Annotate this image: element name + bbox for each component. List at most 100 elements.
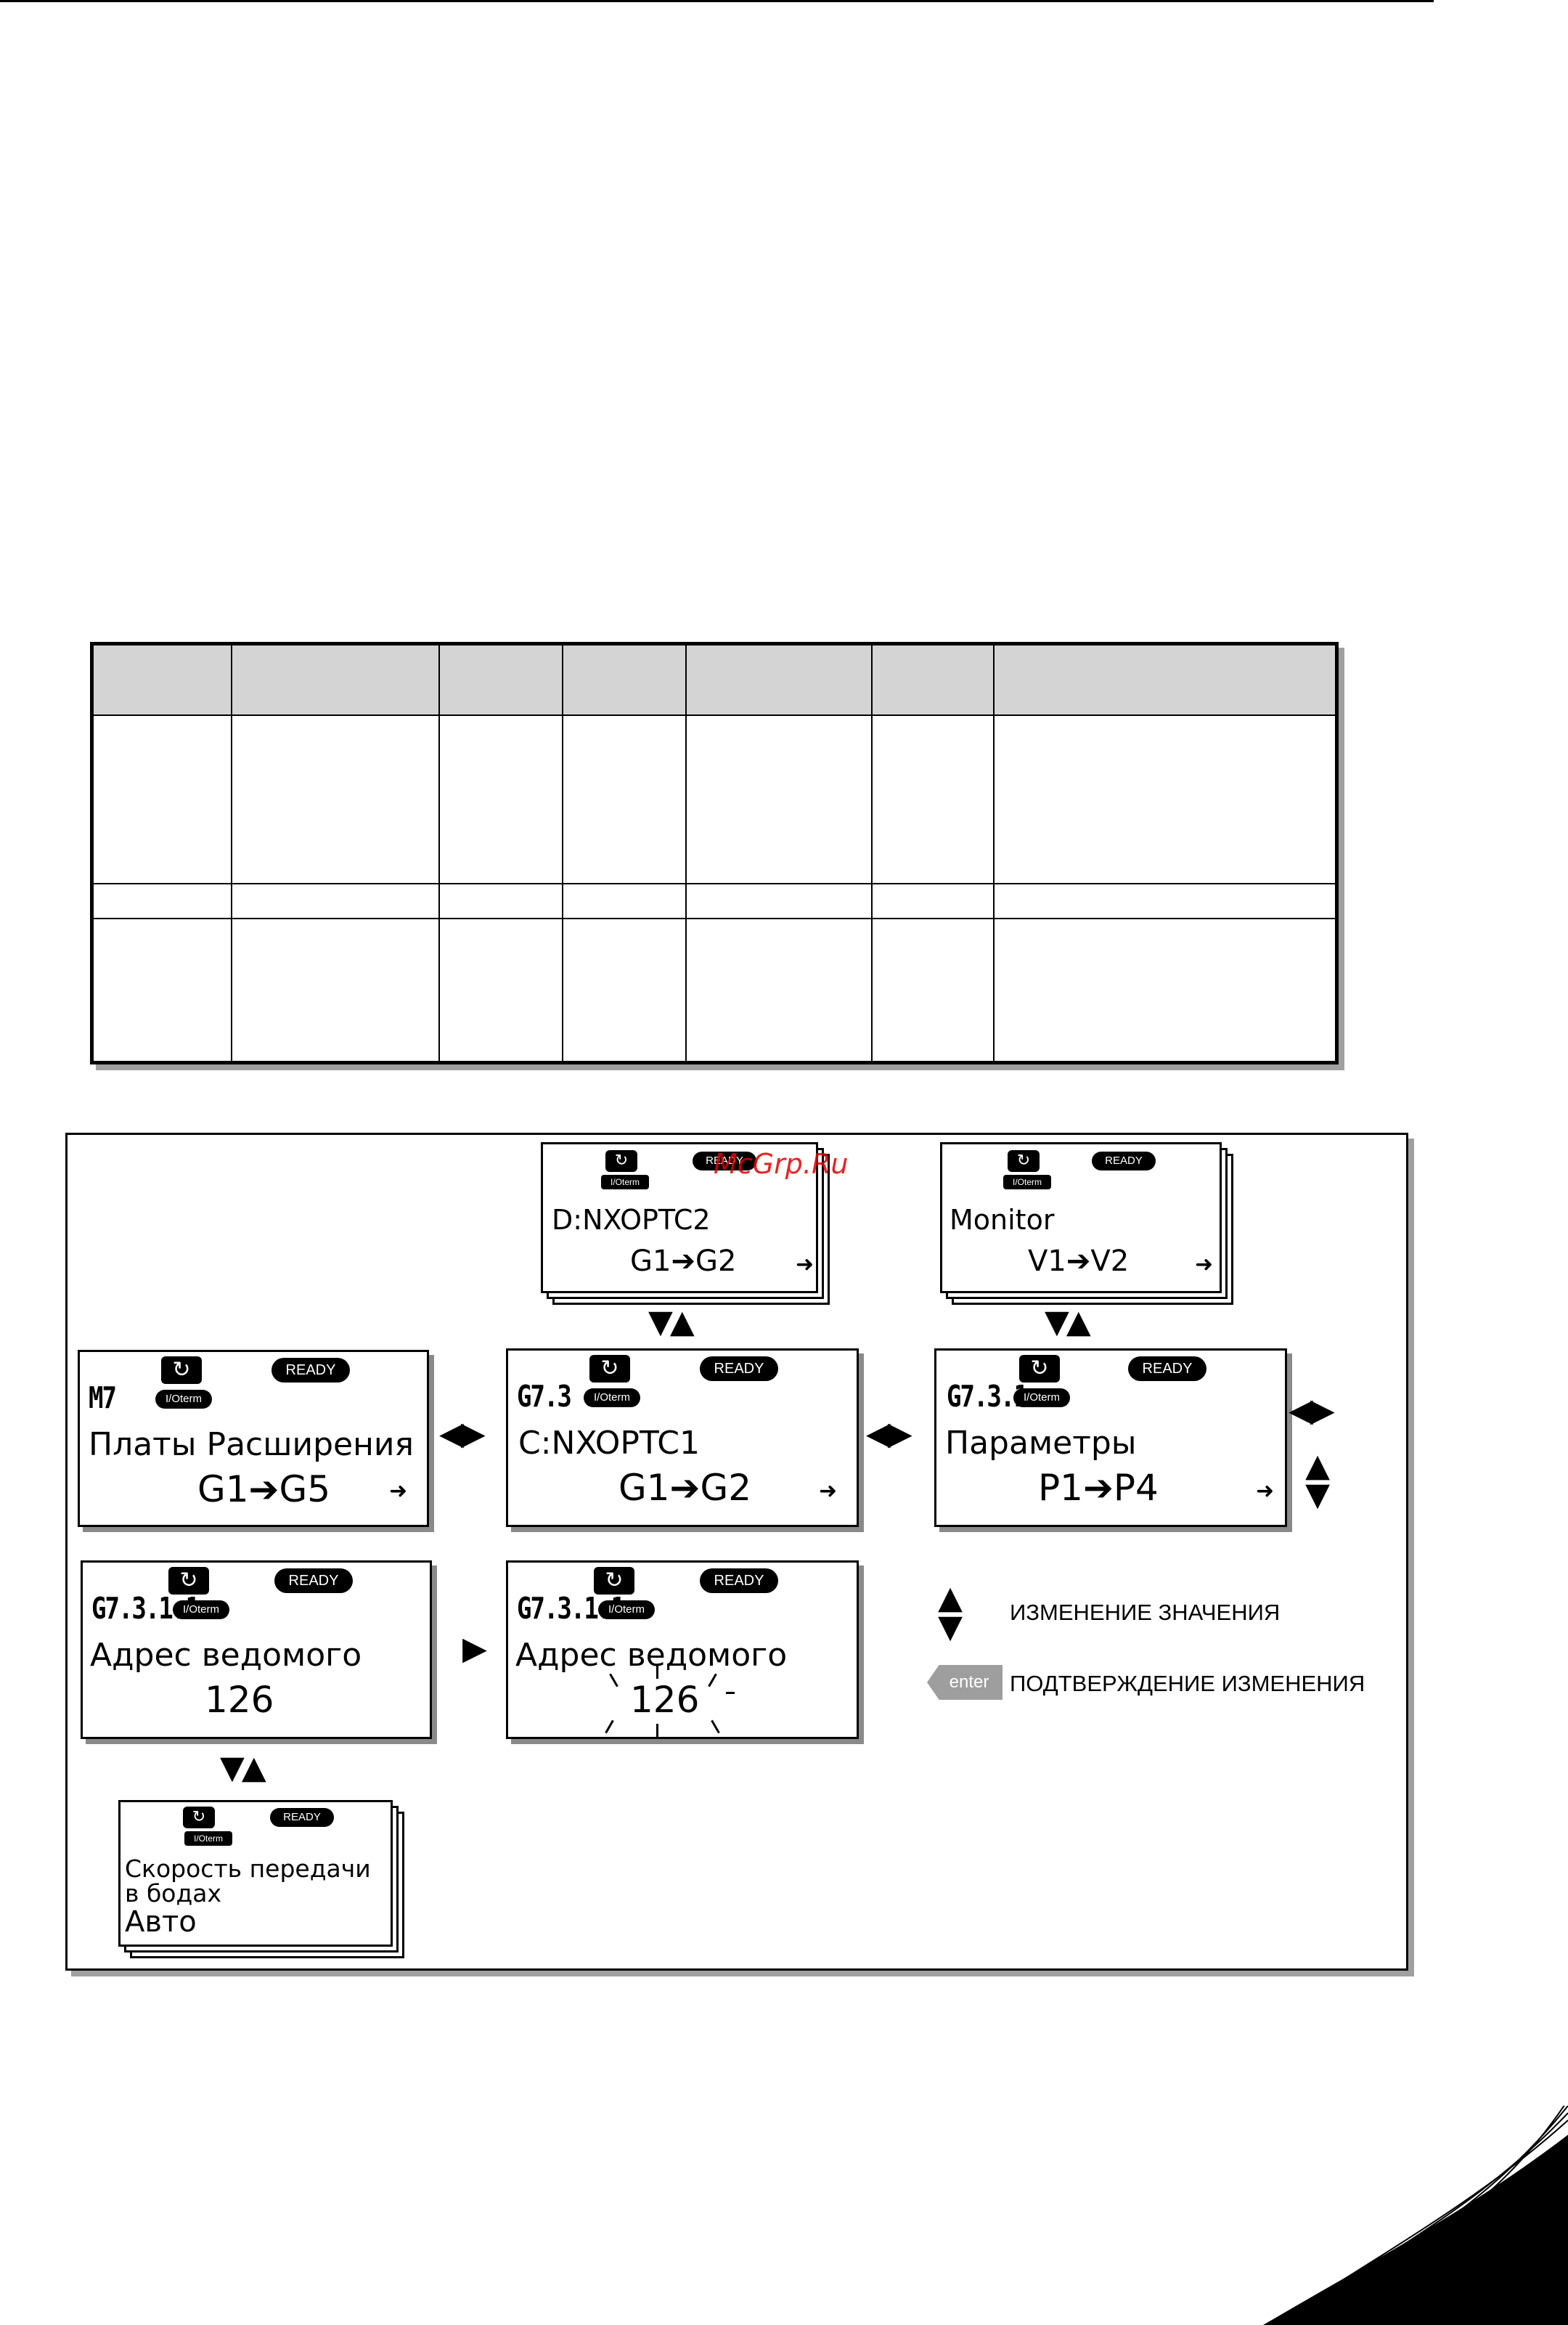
panel-range: P1➔P4 (1038, 1467, 1159, 1509)
menu-code: G7.3 (517, 1380, 572, 1414)
panel-slave-address-edit: G7.3.1.1 ↻ I/Oterm READY Адрес ведомого … (506, 1560, 859, 1739)
table-cell (561, 714, 687, 884)
table-cell (438, 918, 563, 1064)
ready-badge: READY (271, 1358, 350, 1383)
io-term-badge: I/Oterm (173, 1600, 229, 1619)
panel-value-blinking: 126 (630, 1679, 700, 1721)
table-header-cell (438, 643, 563, 716)
ready-badge: READY (270, 1808, 334, 1827)
table-cell (870, 714, 995, 884)
io-term-badge: I/Oterm (598, 1600, 655, 1619)
io-term-badge: I/Oterm (1003, 1175, 1051, 1189)
table-cell (992, 714, 1338, 884)
card-monitor: ↻ I/Oterm READY Monitor V1➔V2 ➜ (940, 1142, 1222, 1293)
blink-mark (605, 1719, 614, 1734)
table-cell (438, 883, 563, 919)
blink-mark (656, 1664, 658, 1679)
corner-swoosh-graphic (1263, 2106, 1568, 2325)
card-baud-rate: ↻ I/Oterm READY Скорость передачи в бода… (118, 1800, 393, 1947)
panel-range: G1➔G5 (197, 1468, 331, 1510)
card-title: Скорость передачи (125, 1854, 371, 1883)
down-up-arrows-icon: ▼▲ (1045, 1303, 1091, 1340)
ready-badge: READY (1128, 1356, 1206, 1381)
parameter-table-grid (90, 642, 1339, 1064)
enter-key-icon: enter (927, 1665, 1003, 1700)
table-cell (438, 714, 563, 884)
left-right-arrows-icon: ◀▶ (866, 1415, 912, 1452)
io-term-badge: I/Oterm (584, 1388, 640, 1407)
card-stack-baud-rate: ↻ I/Oterm READY Скорость передачи в бода… (118, 1800, 406, 1960)
down-up-arrows-icon: ▼▲ (648, 1303, 695, 1340)
card-title: Monitor (950, 1204, 1055, 1236)
table-row (91, 714, 1338, 884)
table-cell (91, 883, 232, 919)
table-cell (870, 883, 995, 919)
up-down-arrows-icon: ▲▼ (1305, 1447, 1330, 1513)
table-cell (685, 883, 873, 919)
rotation-icon: ↻ (589, 1355, 630, 1383)
card-range: V1➔V2 (1028, 1245, 1130, 1278)
io-term-badge: I/Oterm (1013, 1388, 1070, 1407)
right-arrow-icon: ➜ (1195, 1252, 1214, 1277)
rotation-icon: ↻ (594, 1567, 634, 1595)
blink-mark (708, 1673, 717, 1687)
keypad-menu-diagram: ↻ I/Oterm READY D:NXOPTC2 G1➔G2 ➜ McGrp.… (65, 1133, 1408, 1971)
table-cell (561, 918, 687, 1064)
blink-mark (711, 1719, 720, 1734)
left-right-arrows-icon: ◀▶ (1289, 1392, 1335, 1429)
left-right-arrows-icon: ◀▶ (439, 1415, 486, 1452)
table-header-cell (992, 643, 1338, 716)
io-term-badge: I/Oterm (601, 1175, 649, 1189)
table-row (91, 883, 1338, 919)
card-nxoptc2: ↻ I/Oterm READY D:NXOPTC2 G1➔G2 ➜ (541, 1142, 818, 1293)
watermark: McGrp.Ru (714, 1148, 849, 1180)
table-header-cell (230, 643, 440, 716)
panel-range: G1➔G2 (618, 1467, 752, 1509)
panel-title: C:NXOPTC1 (518, 1425, 700, 1462)
table-header-cell (870, 643, 995, 716)
table-cell (91, 918, 232, 1064)
legend-confirm-change: ПОДТВЕРЖДЕНИЕ ИЗМЕНЕНИЯ (1010, 1671, 1365, 1696)
ready-badge: READY (700, 1568, 778, 1593)
rotation-icon: ↻ (605, 1150, 637, 1172)
table-cell (992, 918, 1338, 1064)
panel-nxoptc1: G7.3 ↻ I/Oterm READY C:NXOPTC1 G1➔G2 ➜ (506, 1348, 859, 1527)
panel-title: Адрес ведомого (515, 1637, 788, 1674)
table-header-cell (91, 643, 232, 716)
table-cell (230, 883, 440, 919)
down-up-arrows-icon: ▼▲ (220, 1749, 266, 1786)
rotation-icon: ↻ (183, 1807, 215, 1828)
panel-title: Параметры (945, 1425, 1137, 1462)
right-arrow-icon: ➜ (819, 1478, 838, 1504)
io-term-badge: I/Oterm (155, 1390, 212, 1409)
ready-badge: READY (274, 1568, 353, 1593)
table-cell (870, 918, 995, 1064)
card-value: Авто (125, 1905, 197, 1939)
rotation-icon: ↻ (1019, 1355, 1060, 1383)
table-cell (685, 714, 873, 884)
header-rule (0, 0, 1434, 2)
rotation-icon: ↻ (168, 1567, 209, 1595)
table-header-cell (685, 643, 873, 716)
card-range: G1➔G2 (630, 1245, 737, 1278)
card-title-2: в бодах (125, 1879, 222, 1907)
card-stack-monitor: ↻ I/Oterm READY Monitor V1➔V2 ➜ (940, 1142, 1235, 1306)
table-row (91, 918, 1338, 1064)
right-arrow-icon: ➜ (796, 1252, 814, 1277)
table-cell (230, 918, 440, 1064)
rotation-icon: ↻ (1008, 1150, 1040, 1172)
parameter-table (90, 642, 1339, 1064)
legend-change-value: ИЗМЕНЕНИЕ ЗНАЧЕНИЯ (1010, 1600, 1281, 1625)
rotation-icon: ↻ (161, 1356, 202, 1384)
ready-badge: READY (693, 1152, 756, 1170)
right-arrow-icon: ➜ (1256, 1478, 1275, 1504)
right-arrow-icon: ▶ (462, 1630, 487, 1667)
ready-badge: READY (1092, 1152, 1156, 1170)
blink-mark (656, 1724, 658, 1738)
table-cell (230, 714, 440, 884)
table-cell (992, 883, 1338, 919)
menu-code: M7 (89, 1381, 117, 1416)
card-title: D:NXOPTC2 (552, 1204, 711, 1236)
table-cell (91, 714, 232, 884)
panel-slave-address: G7.3.1.1 ↻ I/Oterm READY Адрес ведомого … (81, 1560, 432, 1739)
